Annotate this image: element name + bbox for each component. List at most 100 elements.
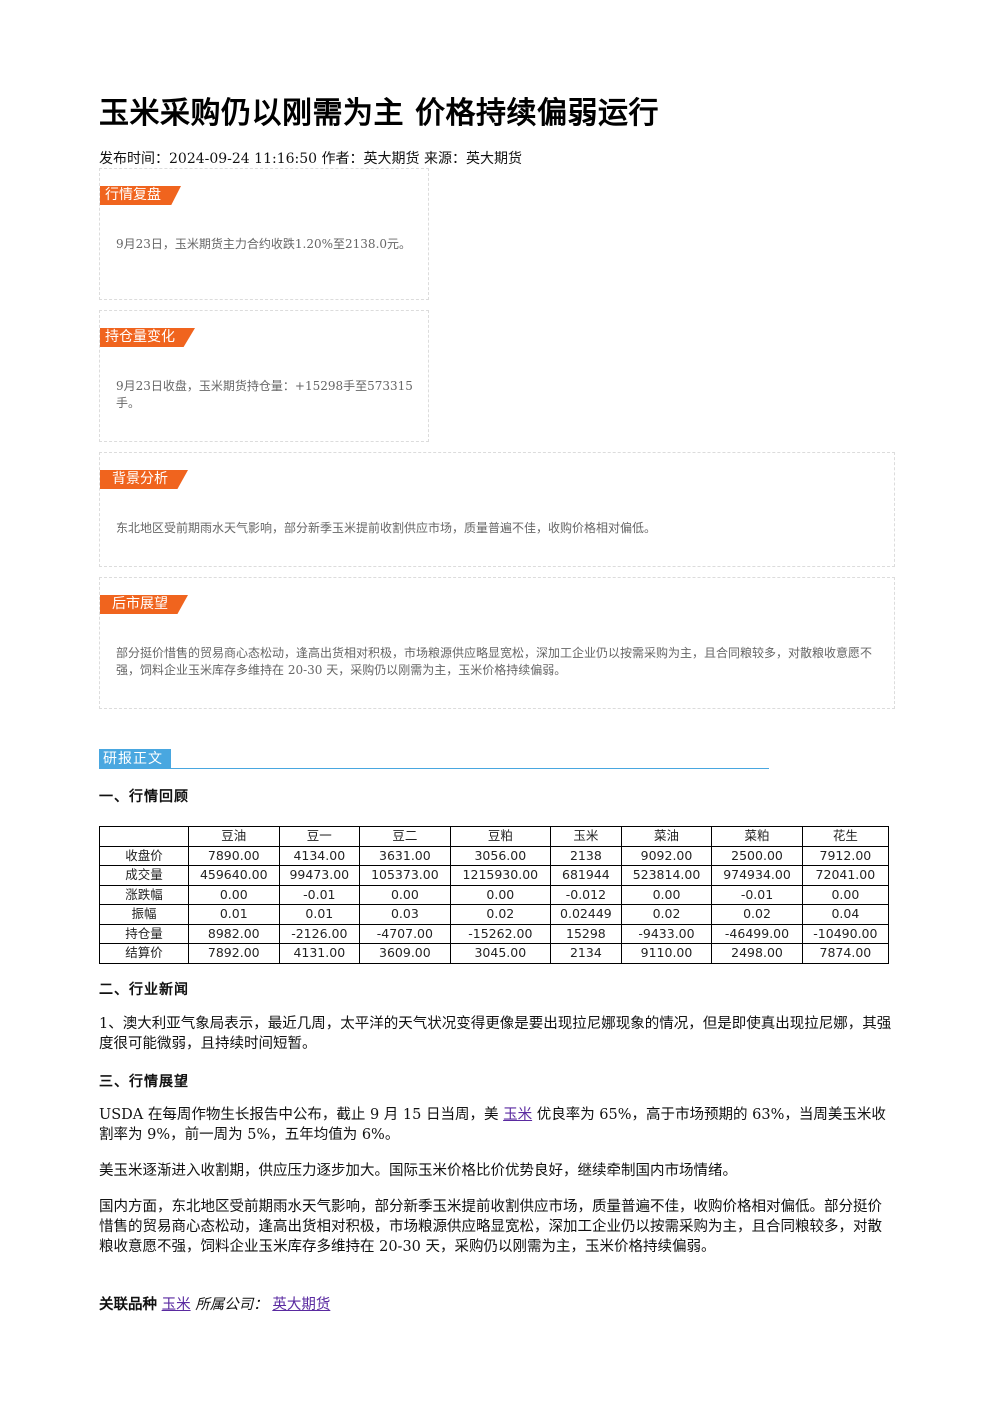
table-cell: 3045.00 — [449, 943, 552, 964]
usda-text-after: 优良率为 65%，高于市场预期的 63%，当周美玉米收割率为 9%，前一周为 5… — [99, 1107, 886, 1143]
table-row-label: 持仓量 — [99, 923, 189, 944]
table-cell: 0.02 — [711, 904, 803, 925]
table-header-cell: 菜粕 — [711, 826, 803, 847]
open-interest-tag: 持仓量变化 — [100, 328, 195, 347]
table-cell: 681944 — [550, 865, 622, 886]
table-cell: 1215930.00 — [449, 865, 552, 886]
market-review-box: 行情复盘 9月23日，玉米期货主力合约收跌1.20%至2138.0元。 — [99, 168, 429, 300]
table-cell: 7874.00 — [801, 943, 890, 964]
table-cell: 7892.00 — [188, 943, 280, 964]
table-cell: -2126.00 — [278, 923, 361, 944]
table-cell: -0.01 — [278, 884, 361, 905]
table-cell: 0.03 — [359, 904, 451, 925]
table-cell: 0.01 — [278, 904, 361, 925]
table-cell: 72041.00 — [801, 865, 890, 886]
table-cell: 2500.00 — [711, 845, 803, 866]
page-title: 玉米采购仍以刚需为主 价格持续偏弱运行 — [99, 96, 659, 131]
news-item: 1、澳大利亚气象局表示，最近几周，太平洋的天气状况变得更像是要出现拉尼娜现象的情… — [99, 1016, 892, 1052]
table-header-cell: 豆一 — [278, 826, 361, 847]
outlook-box: 后市展望 部分挺价惜售的贸易商心态松动，逢高出货相对积极，市场粮源供应略显宽松，… — [99, 577, 895, 709]
related-company-link[interactable]: 英大期货 — [272, 1297, 331, 1313]
table-cell: 3056.00 — [449, 845, 552, 866]
market-review-tag: 行情复盘 — [100, 186, 181, 205]
table-cell: 0.04 — [801, 904, 890, 925]
table-cell: 459640.00 — [188, 865, 280, 886]
table-cell: 4131.00 — [278, 943, 361, 964]
table-cell: 0.01 — [188, 904, 280, 925]
section-market-review-heading: 一、行情回顾 — [99, 789, 189, 805]
outlook-paragraph-domestic: 国内方面，东北地区受前期雨水天气影响，部分新季玉米提前收割供应市场，质量普遍不佳… — [99, 1199, 882, 1255]
table-header-cell: 玉米 — [550, 826, 622, 847]
table-header-cell: 豆粕 — [449, 826, 552, 847]
research-report-tag: 研报正文 — [99, 749, 171, 769]
table-header-row: 豆油 豆一 豆二 豆粕 玉米 菜油 菜粕 花生 — [99, 826, 890, 847]
background-analysis-box: 背景分析 东北地区受前期雨水天气影响，部分新季玉米提前收割供应市场，质量普遍不佳… — [99, 452, 895, 567]
table-cell: 2498.00 — [711, 943, 803, 964]
table-cell: -4707.00 — [359, 923, 451, 944]
table-header-cell: 豆油 — [188, 826, 280, 847]
article-meta: 发布时间：2024-09-24 11:16:50 作者：英大期货 来源：英大期货 — [99, 151, 522, 167]
table-cell: -0.012 — [550, 884, 622, 905]
table-cell: 974934.00 — [711, 865, 803, 886]
table-cell: 3609.00 — [359, 943, 451, 964]
table-cell: 7890.00 — [188, 845, 280, 866]
usda-text-before: USDA 在每周作物生长报告中公布，截止 9 月 15 日当周，美 — [99, 1107, 499, 1123]
outlook-tag: 后市展望 — [100, 595, 188, 614]
related-variety-link[interactable]: 玉米 — [161, 1297, 191, 1313]
table-cell: 99473.00 — [278, 865, 361, 886]
table-cell: 0.00 — [801, 884, 890, 905]
table-cell: 0.02449 — [550, 904, 622, 925]
table-cell: 0.02 — [620, 904, 713, 925]
table-row-label: 涨跌幅 — [99, 884, 189, 905]
table-header-cell — [99, 826, 189, 847]
section-outlook-heading: 三、行情展望 — [99, 1074, 189, 1090]
related-info: 关联品种 玉米 所属公司： 英大期货 — [99, 1293, 330, 1314]
table-cell: 0.00 — [449, 884, 552, 905]
table-cell: -0.01 — [711, 884, 803, 905]
table-header-cell: 豆二 — [359, 826, 451, 847]
table-cell: 0.00 — [359, 884, 451, 905]
market-review-text: 9月23日，玉米期货主力合约收跌1.20%至2138.0元。 — [116, 237, 412, 251]
outlook-paragraph-usda: USDA 在每周作物生长报告中公布，截止 9 月 15 日当周，美 玉米 优良率… — [99, 1105, 894, 1145]
table-cell: 523814.00 — [620, 865, 713, 886]
table-cell: 9110.00 — [620, 943, 713, 964]
table-cell: 4134.00 — [278, 845, 361, 866]
section-industry-news-heading: 二、行业新闻 — [99, 982, 189, 998]
table-cell: 105373.00 — [359, 865, 451, 886]
related-variety-label: 关联品种 — [99, 1296, 157, 1313]
outlook-paragraph-global: 美玉米逐渐进入收割期，供应压力逐步加大。国际玉米价格比价优势良好，继续牵制国内市… — [99, 1163, 737, 1179]
research-divider — [99, 768, 769, 769]
table-row-label: 成交量 — [99, 865, 189, 886]
table-row-label: 结算价 — [99, 943, 189, 964]
table-row-label: 振幅 — [99, 904, 189, 925]
table-cell: 15298 — [550, 923, 622, 944]
outlook-text: 部分挺价惜售的贸易商心态松动，逢高出货相对积极，市场粮源供应略显宽松，深加工企业… — [116, 646, 873, 677]
open-interest-box: 持仓量变化 9月23日收盘，玉米期货持仓量：+15298手至573315手。 — [99, 310, 429, 442]
table-cell: 0.00 — [188, 884, 280, 905]
table-row-label: 收盘价 — [99, 845, 189, 866]
related-company-label: 所属公司： — [195, 1297, 268, 1313]
open-interest-text: 9月23日收盘，玉米期货持仓量：+15298手至573315手。 — [116, 379, 413, 410]
background-analysis-tag: 背景分析 — [100, 470, 188, 489]
table-header-cell: 花生 — [801, 826, 890, 847]
table-cell: 7912.00 — [801, 845, 890, 866]
table-cell: -10490.00 — [801, 923, 890, 944]
table-cell: 9092.00 — [620, 845, 713, 866]
table-cell: -9433.00 — [620, 923, 713, 944]
table-cell: 2138 — [550, 845, 622, 866]
table-cell: 0.00 — [620, 884, 713, 905]
table-header-cell: 菜油 — [620, 826, 713, 847]
background-analysis-text: 东北地区受前期雨水天气影响，部分新季玉米提前收割供应市场，质量普遍不佳，收购价格… — [116, 521, 657, 535]
table-cell: 2134 — [550, 943, 622, 964]
table-cell: 3631.00 — [359, 845, 451, 866]
table-cell: -46499.00 — [711, 923, 803, 944]
table-cell: -15262.00 — [449, 923, 552, 944]
corn-link[interactable]: 玉米 — [503, 1107, 533, 1123]
